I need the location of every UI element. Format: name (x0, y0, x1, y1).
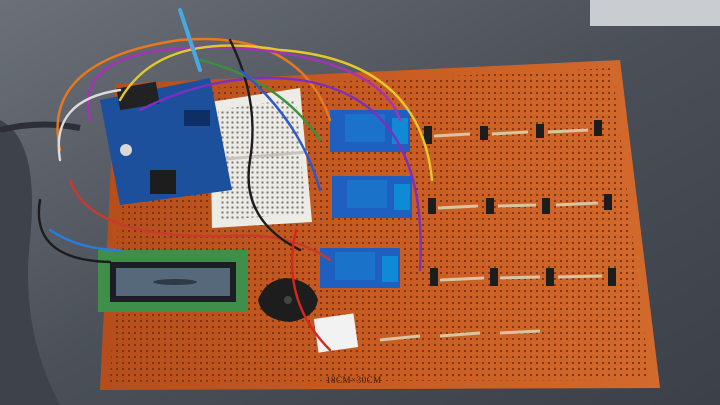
relay-module (330, 110, 410, 152)
relay-module (320, 248, 400, 288)
blanket-corner (590, 0, 720, 26)
sofa-fold (0, 120, 60, 405)
white-tape (313, 313, 359, 353)
arduino-board (100, 78, 232, 205)
cable-top-left (0, 121, 81, 133)
resistor (379, 128, 603, 342)
board-size-label: 18CM×30CM (326, 375, 382, 385)
breadboard (210, 88, 312, 228)
relay-module (332, 176, 412, 218)
slide-switch (424, 120, 616, 286)
jumper-wire (37, 8, 434, 352)
lcd-display (98, 250, 248, 312)
